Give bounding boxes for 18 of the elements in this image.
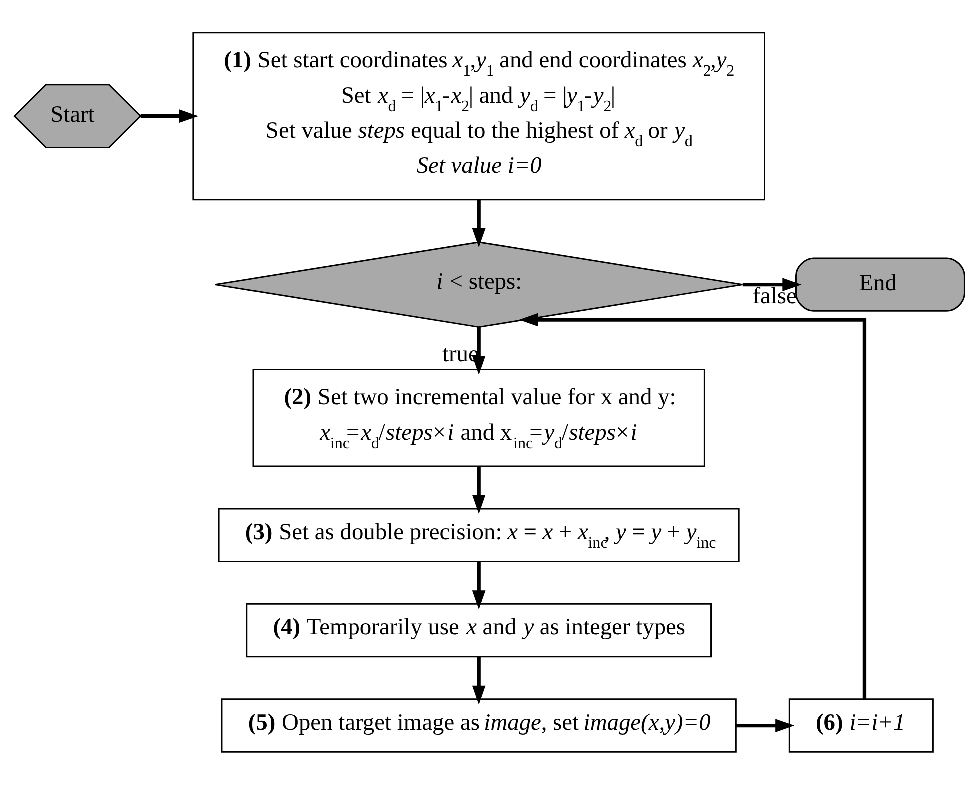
node-box: (5) Open target image as image, set image(x,y)=0 — [221, 698, 737, 753]
node-box: (4) Temporarily use x and y as integer types — [246, 603, 712, 658]
arrow — [472, 466, 486, 514]
node-box: (3) Set as double precision: x = x + x$_{inc}$, y = y + y$_{inc}$ — [218, 508, 740, 562]
arrow — [472, 200, 486, 248]
arrow — [736, 719, 795, 732]
arrow — [742, 278, 802, 292]
node-box: End — [796, 258, 966, 312]
node-box: (6) i=i+1 — [788, 698, 934, 753]
arrow — [472, 327, 486, 376]
node-box: (2) Set two incremental value for x and y: x$_{inc}$=x$_{d}$/steps×i and x$_{inc}$=y$_{d}$/steps×i — [252, 369, 706, 468]
edge-label: true — [442, 341, 479, 368]
arrow — [140, 110, 199, 124]
node-box: (1) Set start coordinates x$_{1}$,y$_{1}$ and end coordinates x$_{2}$,y$_{2}$ Set x$_{d}$ = |x$_{1}$-x$_{2}$| and y$_{d}$ = |y$_{1}$-y$_{2}$| Set value steps equal to the highest of x$_{d}$ or y$_{d}$ Set value i=0 — [192, 32, 766, 201]
arrow — [472, 657, 486, 705]
arrow — [472, 562, 486, 610]
arrow — [519, 313, 867, 700]
edge-label: false — [752, 284, 797, 310]
